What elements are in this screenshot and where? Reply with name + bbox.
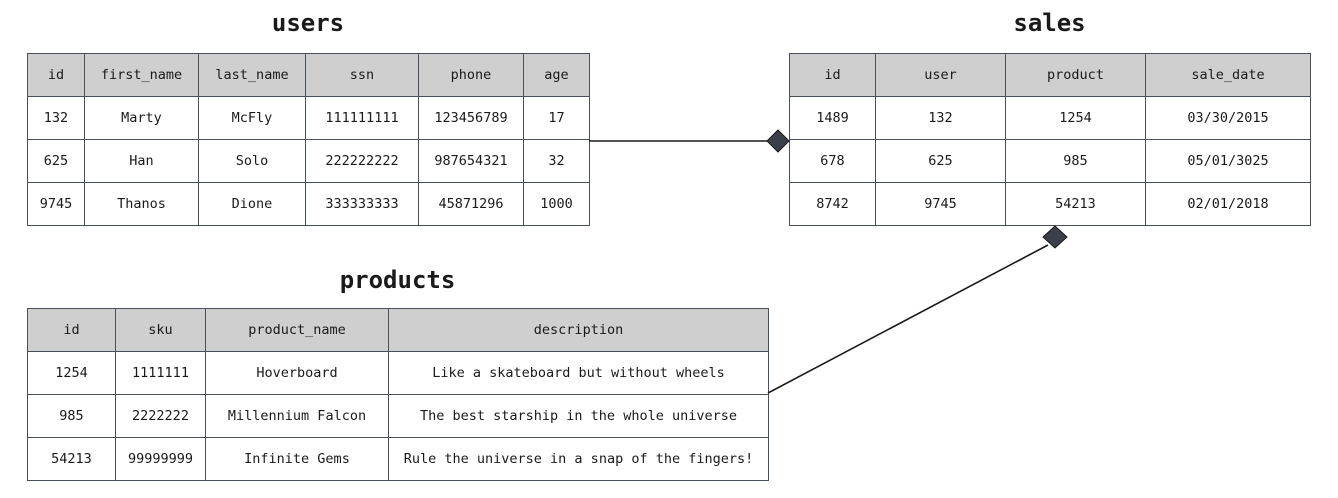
products-table-cell: 99999999 <box>115 437 206 481</box>
products-table-cell: Like a skateboard but without wheels <box>388 351 769 395</box>
sales-table-cell: 03/30/2015 <box>1145 96 1311 140</box>
users-table-title: users <box>271 9 345 37</box>
sales-table-cell: 625 <box>875 139 1006 183</box>
sales-column-header: id <box>789 53 876 97</box>
products-table-cell: Millennium Falcon <box>205 394 389 438</box>
users-table-cell: 132 <box>27 96 85 140</box>
users-table-cell: 45871296 <box>418 182 524 226</box>
products-column-header: product_name <box>205 308 389 352</box>
users-table-cell: 9745 <box>27 182 85 226</box>
sales-table-title: sales <box>1013 9 1086 37</box>
products-table-cell: 1111111 <box>115 351 206 395</box>
users-table-cell: 1000 <box>523 182 590 226</box>
products-table-cell: 2222222 <box>115 394 206 438</box>
products-table-cell: Hoverboard <box>205 351 389 395</box>
products-sales-connector <box>767 244 1049 394</box>
users-table-cell: Thanos <box>84 182 199 226</box>
users-table-cell: 333333333 <box>305 182 419 226</box>
products-table-cell: Infinite Gems <box>205 437 389 481</box>
sales-table-cell: 678 <box>789 139 876 183</box>
users-table-cell: Dione <box>198 182 306 226</box>
sales-table-cell: 132 <box>875 96 1006 140</box>
sales-table-cell: 05/01/3025 <box>1145 139 1311 183</box>
users-column-header: age <box>523 53 590 97</box>
users-table-cell: Han <box>84 139 199 183</box>
users-table-cell: 32 <box>523 139 590 183</box>
products-table-cell: Rule the universe in a snap of the finge… <box>388 437 769 481</box>
users-column-header: ssn <box>305 53 419 97</box>
products-column-header: description <box>388 308 769 352</box>
sales-column-header: sale_date <box>1145 53 1311 97</box>
products-table-cell: 54213 <box>27 437 116 481</box>
users-table-cell: McFly <box>198 96 306 140</box>
products-table-cell: 1254 <box>27 351 116 395</box>
users-table-cell: 625 <box>27 139 85 183</box>
sales-table-cell: 02/01/2018 <box>1145 182 1311 226</box>
products-sales-diamond-icon <box>1042 225 1068 249</box>
products-table-cell: The best starship in the whole universe <box>388 394 769 438</box>
users-table-cell: 987654321 <box>418 139 524 183</box>
users-table-cell: Marty <box>84 96 199 140</box>
sales-table-cell: 1489 <box>789 96 876 140</box>
users-table-cell: 17 <box>523 96 590 140</box>
sales-table-cell: 9745 <box>875 182 1006 226</box>
products-column-header: id <box>27 308 116 352</box>
users-table-cell: 123456789 <box>418 96 524 140</box>
sales-column-header: user <box>875 53 1006 97</box>
users-column-header: phone <box>418 53 524 97</box>
users-table-cell: 111111111 <box>305 96 419 140</box>
sales-table-cell: 8742 <box>789 182 876 226</box>
sales-table-cell: 1254 <box>1005 96 1146 140</box>
users-sales-diamond-icon <box>766 129 790 153</box>
sales-table-cell: 54213 <box>1005 182 1146 226</box>
users-column-header: last_name <box>198 53 306 97</box>
products-table-title: products <box>339 266 456 294</box>
